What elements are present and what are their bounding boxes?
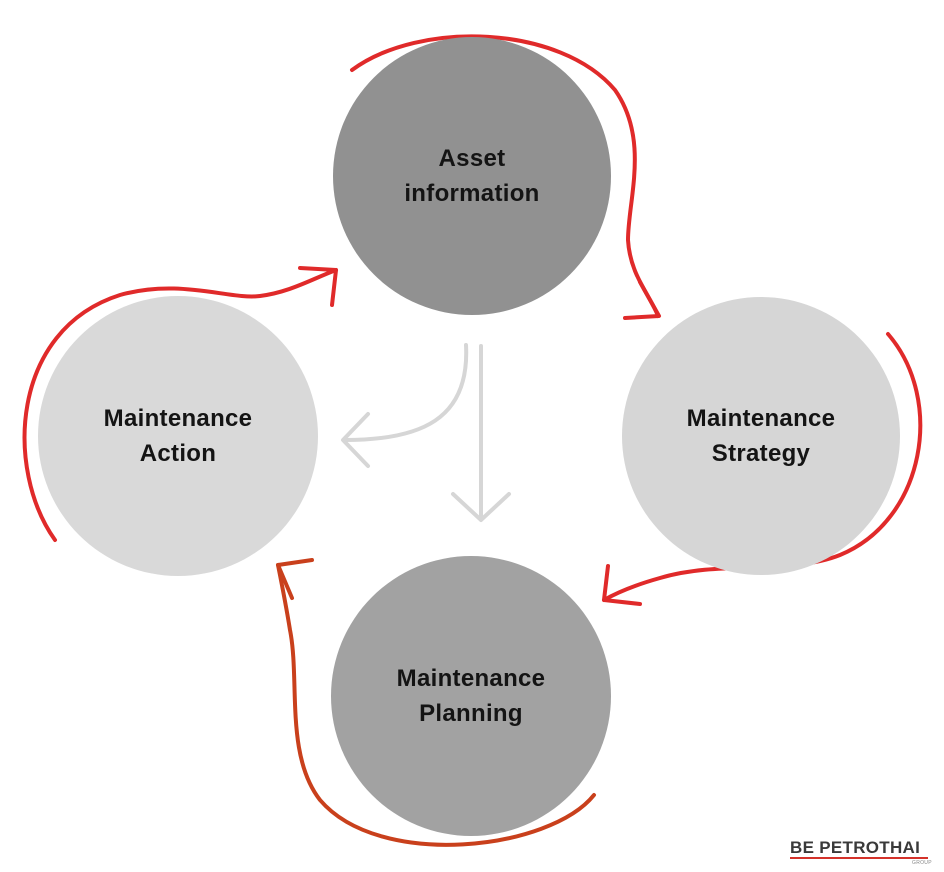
- node-maintenance-planning: Maintenance Planning: [331, 556, 611, 836]
- node-asset-information: Asset information: [333, 37, 611, 315]
- arrow-action-to-asset: [22, 268, 338, 542]
- node-action-line-2: Action: [139, 440, 217, 467]
- arrowhead-action-to-asset: [298, 266, 338, 307]
- arrowhead-asset-to-strategy: [623, 280, 661, 320]
- arrowhead-strategy-to-planning: [602, 564, 642, 606]
- node-asset-line-1: Asset: [438, 145, 506, 172]
- node-action-line-1: Maintenance: [103, 405, 253, 432]
- node-strategy-line-1: Maintenance: [686, 405, 836, 432]
- node-maintenance-action: Maintenance Action: [38, 296, 318, 576]
- company-logo: BE PETROTHAI GROUP: [790, 838, 932, 866]
- logo-text: BE PETROTHAI: [790, 838, 921, 857]
- node-maintenance-planning-label: Maintenance Planning: [397, 661, 546, 731]
- inner-arrowhead-down: [451, 492, 511, 522]
- inner-arrowhead-curved: [341, 412, 370, 468]
- arrowhead-planning-to-action: [276, 558, 314, 600]
- logo-underline: [790, 857, 928, 859]
- node-maintenance-strategy: Maintenance Strategy: [622, 297, 900, 575]
- node-asset-line-2: information: [404, 180, 540, 207]
- node-asset-information-label: Asset information: [404, 141, 539, 211]
- node-maintenance-strategy-label: Maintenance Strategy: [687, 401, 836, 471]
- node-strategy-line-2: Strategy: [711, 440, 811, 467]
- inner-arrow-curved: [343, 343, 469, 442]
- node-planning-line-2: Planning: [419, 700, 523, 727]
- node-planning-line-1: Maintenance: [396, 665, 546, 692]
- node-maintenance-action-label: Maintenance Action: [104, 401, 253, 471]
- arrow-planning-to-action: [276, 563, 596, 847]
- logo-subtext: GROUP: [912, 860, 932, 866]
- arrow-asset-to-strategy: [350, 34, 660, 318]
